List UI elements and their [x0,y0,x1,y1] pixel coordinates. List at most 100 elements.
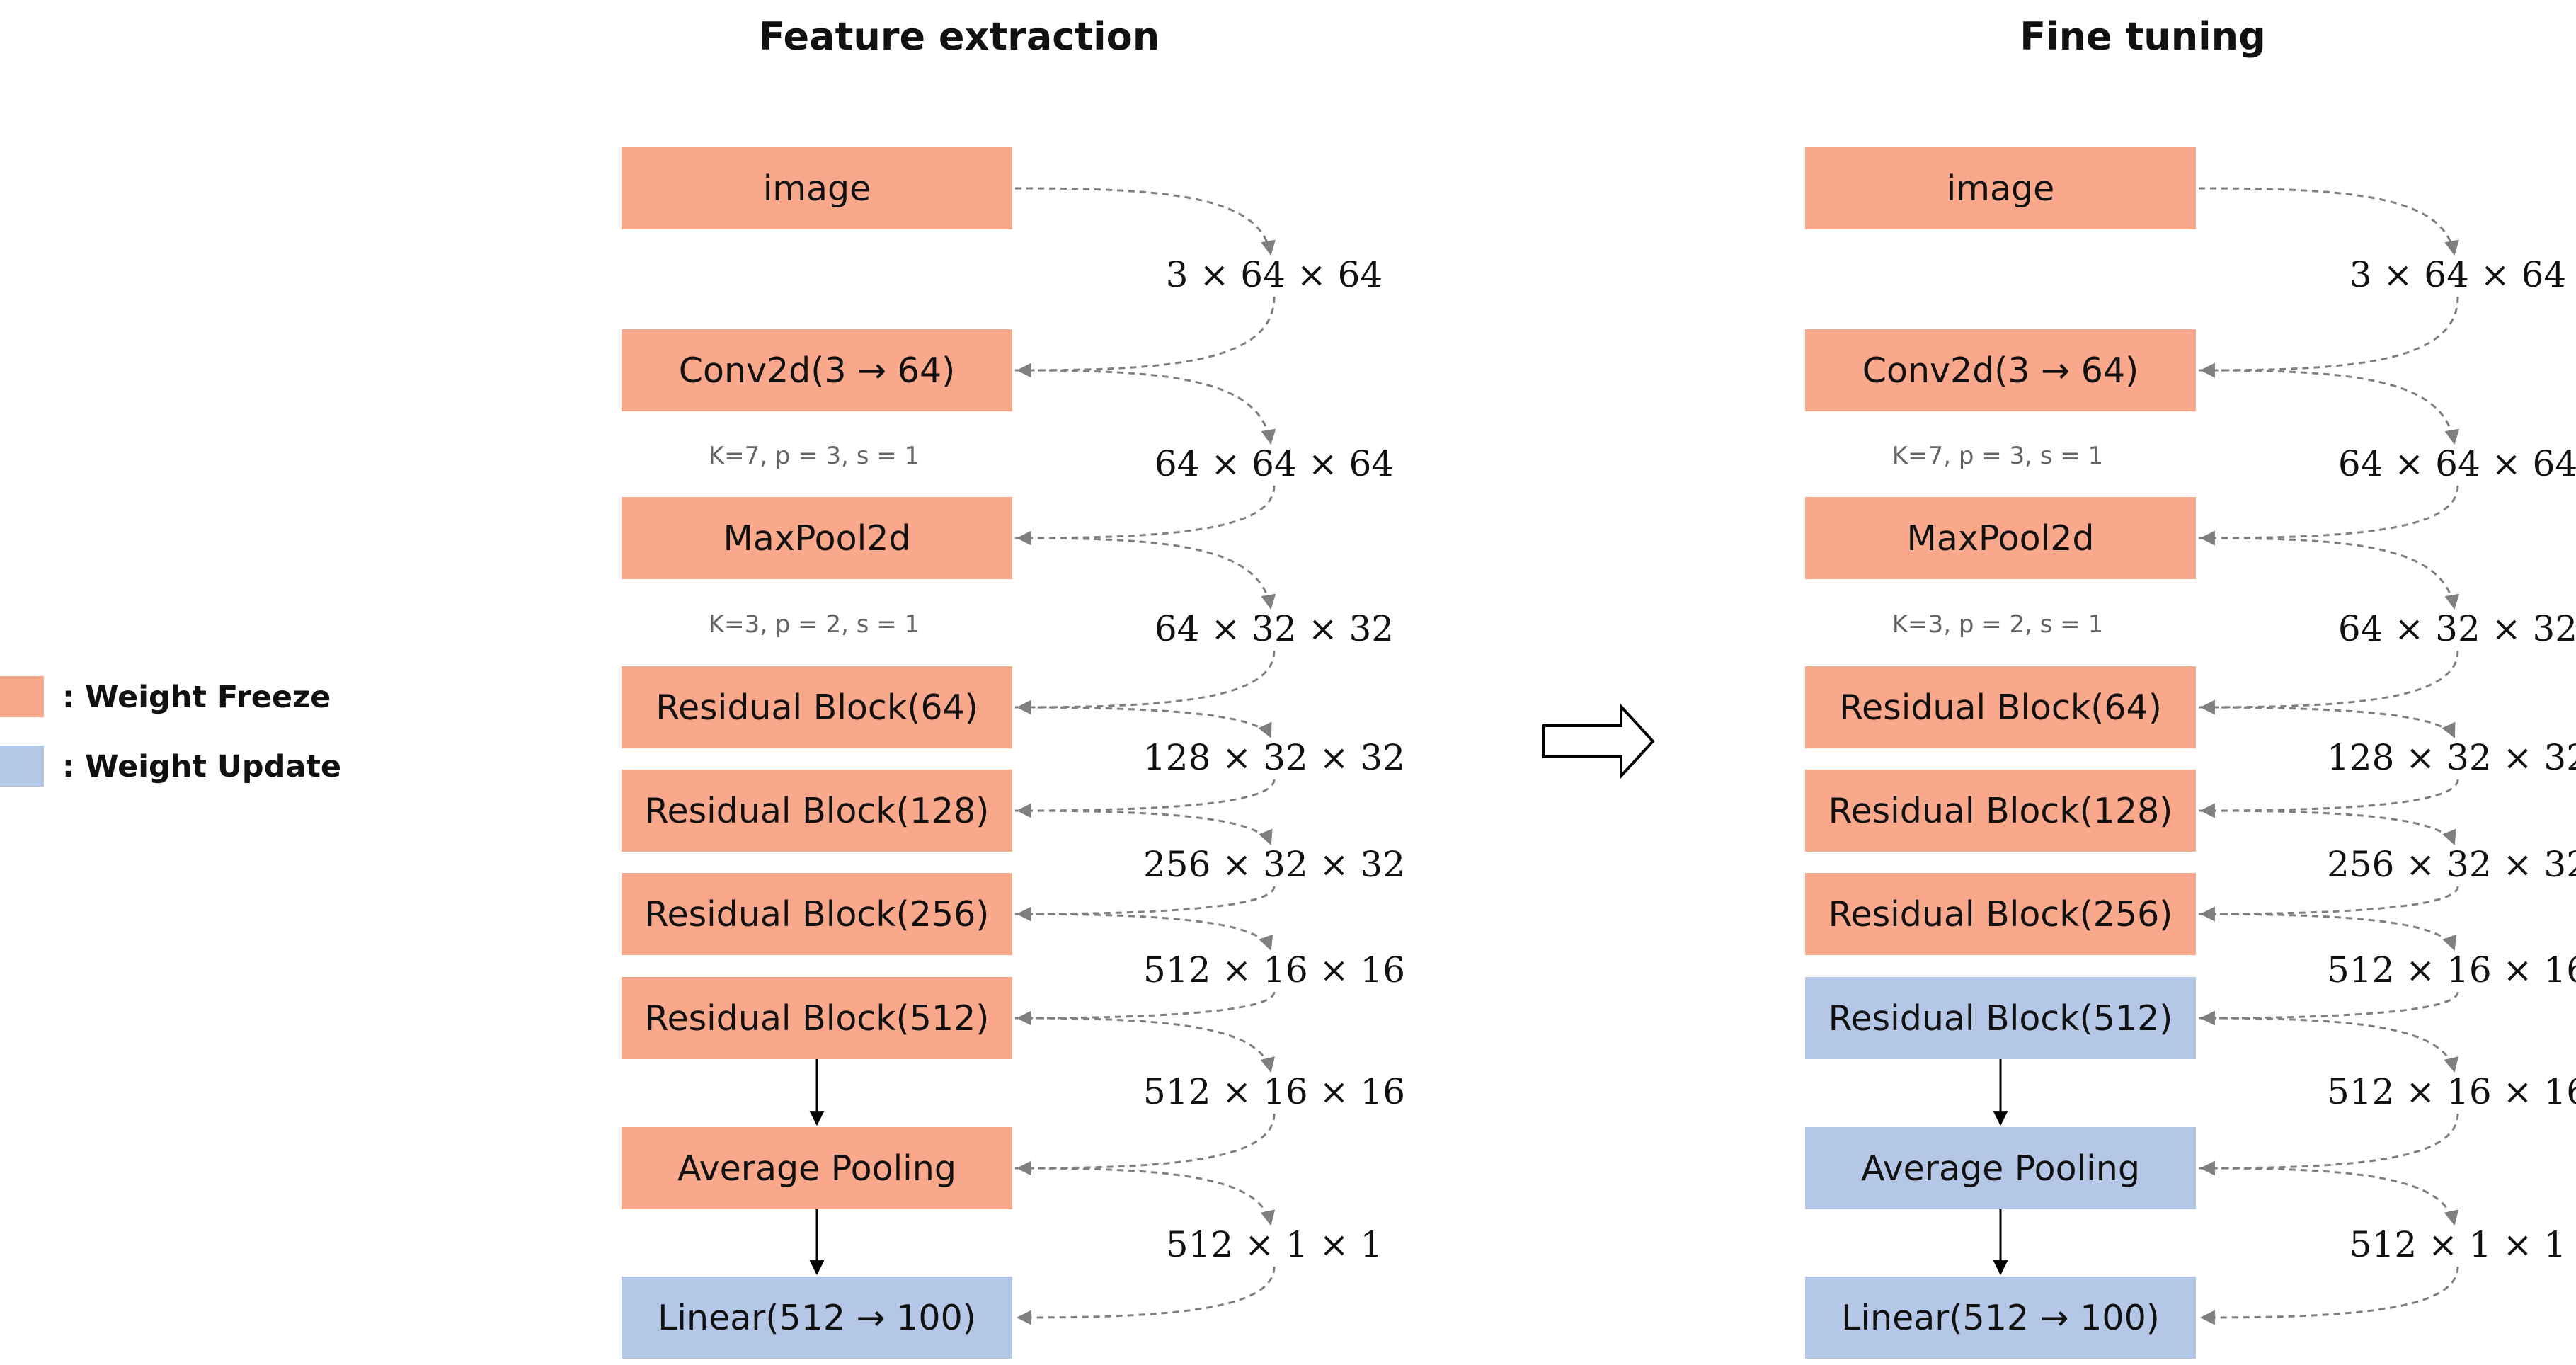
dashed-flow-arrow [2198,913,2457,951]
legend-label-update: : Weight Update [62,749,341,784]
layer-block-residual-block-512: Residual Block(512) [1805,977,2196,1059]
layer-block-maxpool2d: MaxPool2d [622,497,1012,579]
dashed-flow-arrow [2199,1113,2459,1176]
layer-block-label: Residual Block(64) [656,687,978,728]
legend: : Weight Freeze : Weight Update [0,676,341,787]
layer-block-linear-512-100: Linear(512 → 100) [622,1277,1012,1359]
dashed-flow-arrow [1016,1113,1276,1176]
layer-block-residual-block-512: Residual Block(512) [622,977,1012,1059]
flow-arrows [809,187,2460,1325]
tensor-shape-label: 128 × 32 × 32 [2327,737,2576,778]
tensor-shape-labels: 3 × 64 × 64 64 × 64 × 64 64 × 32 × 32 128 ×… [1143,254,2576,1265]
layer-block-box [622,1127,1012,1209]
dashed-flow-arrow [1014,1017,1275,1073]
dashed-flow-arrow [1016,296,1276,378]
dashed-flow-arrow [1014,187,1276,256]
tensor-shape-label: 512 × 1 × 1 [2349,1224,2566,1265]
layer-block-box [1805,329,2196,411]
layer-block-label: Residual Block(512) [1828,998,2173,1039]
dashed-flow-arrow [2198,537,2460,610]
dashed-flow-arrow [1016,650,1276,715]
conv-params-label: K=7, p = 3, s = 1 [1892,442,2103,470]
tensor-shape-label: 512 × 16 × 16 [2327,949,2576,990]
layer-block-label: Conv2d(3 → 64) [1862,350,2139,391]
layer-block-box [622,977,1012,1059]
layer-block-linear-512-100: Linear(512 → 100) [1805,1277,2196,1359]
layer-block-label: Residual Block(256) [1828,894,2173,935]
legend-swatch-freeze [0,676,44,717]
layer-block-box [622,497,1012,579]
dashed-flow-arrow [1016,779,1276,818]
layer-block-box [622,666,1012,748]
block-right-arrow-icon [1542,702,1655,780]
layer-block-box [622,873,1012,955]
layer-block-box [1805,666,2196,748]
dashed-flow-arrow [1014,537,1276,610]
layer-block-label: Residual Block(64) [1839,687,2162,728]
dashed-flow-arrow [2198,1167,2459,1226]
layer-block-box [622,1277,1012,1359]
layer-block-label: Linear(512 → 100) [1841,1298,2160,1338]
layer-block-conv2d-3-64: Conv2d(3 → 64) [622,329,1012,411]
layer-block-residual-block-128: Residual Block(128) [1805,770,2196,852]
layer-block-image: image [622,147,1012,229]
layer-block-residual-block-256: Residual Block(256) [622,873,1012,955]
layer-block-label: Residual Block(128) [645,791,990,831]
dashed-flow-arrow [2199,485,2459,546]
layer-block-label: image [763,169,871,209]
layer-block-box [1805,977,2196,1059]
layer-block-image: image [1805,147,2196,229]
tensor-shape-label: 256 × 32 × 32 [2327,844,2576,885]
layer-block-box [1805,497,2196,579]
dashed-flow-arrow [1016,886,1276,922]
layer-block-box [622,770,1012,852]
tensor-shape-label: 512 × 16 × 16 [1143,1071,1405,1112]
layer-block-residual-block-64: Residual Block(64) [622,666,1012,748]
dashed-flow-arrow [1016,1266,1276,1325]
tensor-shape-label: 128 × 32 × 32 [1143,737,1405,778]
dashed-flow-arrow [2198,1017,2458,1073]
layer-block-label: MaxPool2d [1907,518,2095,559]
layer-block-box [1805,1277,2196,1359]
dashed-flow-arrow [1014,369,1276,445]
dashed-flow-arrow [2199,296,2459,378]
layer-block-label: Residual Block(128) [1828,791,2173,831]
tensor-shape-label: 3 × 64 × 64 [2349,254,2566,295]
dashed-flow-arrow [2198,706,2456,738]
dashed-flow-arrow [1014,913,1273,951]
layer-block-label: Conv2d(3 → 64) [679,350,956,391]
layer-block-residual-block-128: Residual Block(128) [622,770,1012,852]
tensor-shape-label: 64 × 64 × 64 [1155,443,1394,484]
layer-block-box [1805,147,2196,229]
layer-block-average-pooling: Average Pooling [622,1127,1012,1209]
layer-block-label: Linear(512 → 100) [658,1298,976,1338]
maxpool-params-label: K=3, p = 2, s = 1 [709,610,920,639]
dashed-flow-arrow [2199,886,2459,922]
layer-block-label: Average Pooling [677,1148,956,1189]
tensor-shape-label: 64 × 32 × 32 [1155,608,1394,649]
dashed-flow-arrow [1016,991,1276,1026]
layer-block-maxpool2d: MaxPool2d [1805,497,2196,579]
layer-block-label: Average Pooling [1861,1148,2140,1189]
layer-block-box [1805,873,2196,955]
tensor-shape-label: 64 × 32 × 32 [2338,608,2576,649]
dashed-flow-arrow [2198,369,2460,445]
tensor-shape-label: 512 × 1 × 1 [1166,1224,1383,1265]
tensor-shape-label: 256 × 32 × 32 [1143,844,1405,885]
layer-block-box [1805,1127,2196,1209]
dashed-flow-arrow [1016,485,1276,546]
tensor-shape-label: 512 × 16 × 16 [1143,949,1405,990]
layer-block-box [622,329,1012,411]
layer-block-label: image [1947,169,2055,209]
dashed-flow-arrow [2199,991,2459,1026]
maxpool-params-label: K=3, p = 2, s = 1 [1892,610,2103,639]
legend-label-freeze: : Weight Freeze [62,680,331,715]
layer-block-residual-block-64: Residual Block(64) [1805,666,2196,748]
panel-title-fine-tuning: Fine tuning [2020,14,2266,59]
panel-title-feature-extraction: Feature extraction [759,14,1160,59]
dashed-flow-arrow [1014,706,1272,738]
dashed-flow-arrow [2198,809,2456,845]
dashed-flow-arrow [2198,187,2459,256]
conv-params-label: K=7, p = 3, s = 1 [709,442,920,470]
